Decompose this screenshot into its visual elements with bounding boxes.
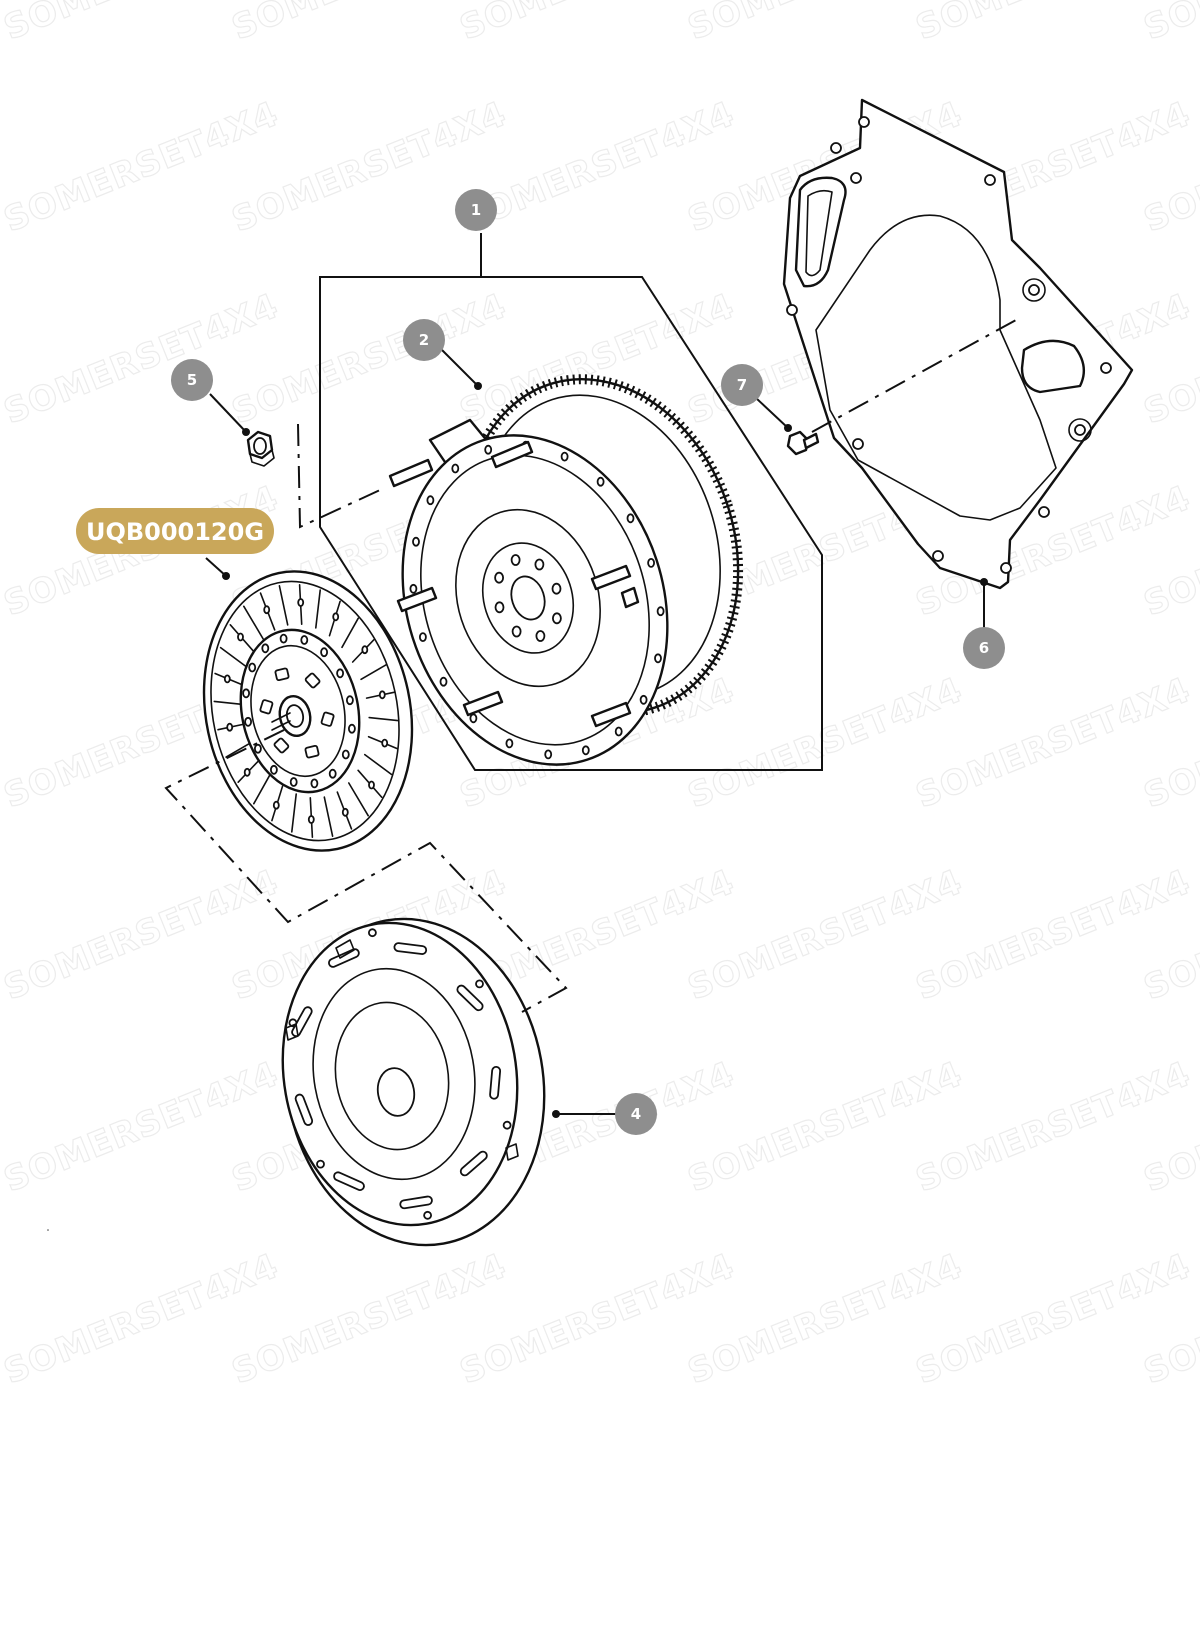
flywheel — [388, 374, 744, 766]
callout-2[interactable]: 2 — [403, 319, 445, 361]
centre-line-disc-pressure — [164, 729, 568, 1013]
part-number-tag[interactable]: UQB000120G — [76, 508, 274, 554]
svg-text:4: 4 — [631, 1105, 641, 1123]
svg-text:5: 5 — [187, 371, 197, 389]
callout-4[interactable]: 4 — [615, 1093, 657, 1135]
bolt-part-7 — [786, 430, 820, 456]
centre-line-bolt-plate — [811, 319, 1017, 433]
callout-5-leader — [209, 393, 247, 433]
svg-text:7: 7 — [737, 376, 747, 394]
svg-text:1: 1 — [471, 201, 481, 219]
nut-part-5 — [246, 430, 275, 467]
callout-5[interactable]: 5 — [171, 359, 213, 401]
adaptor-plate — [782, 98, 1134, 590]
part-tag-leader — [205, 557, 227, 577]
watermark-text: SOMERSET4X4 — [1138, 0, 1200, 48]
callout-7[interactable]: 7 — [721, 364, 763, 406]
clutch-disc — [202, 570, 414, 852]
callout-6[interactable]: 6 — [963, 627, 1005, 669]
callout-2-leader — [441, 349, 479, 387]
group-1-bracket — [319, 276, 823, 771]
callout-7-leader — [755, 397, 789, 429]
svg-text:2: 2 — [419, 331, 429, 349]
svg-text:UQB000120G: UQB000120G — [86, 518, 264, 546]
svg-text:6: 6 — [979, 639, 989, 657]
pressure-plate — [281, 917, 546, 1247]
centre-line-nut — [297, 423, 381, 529]
callout-1[interactable]: 1 — [455, 189, 497, 231]
